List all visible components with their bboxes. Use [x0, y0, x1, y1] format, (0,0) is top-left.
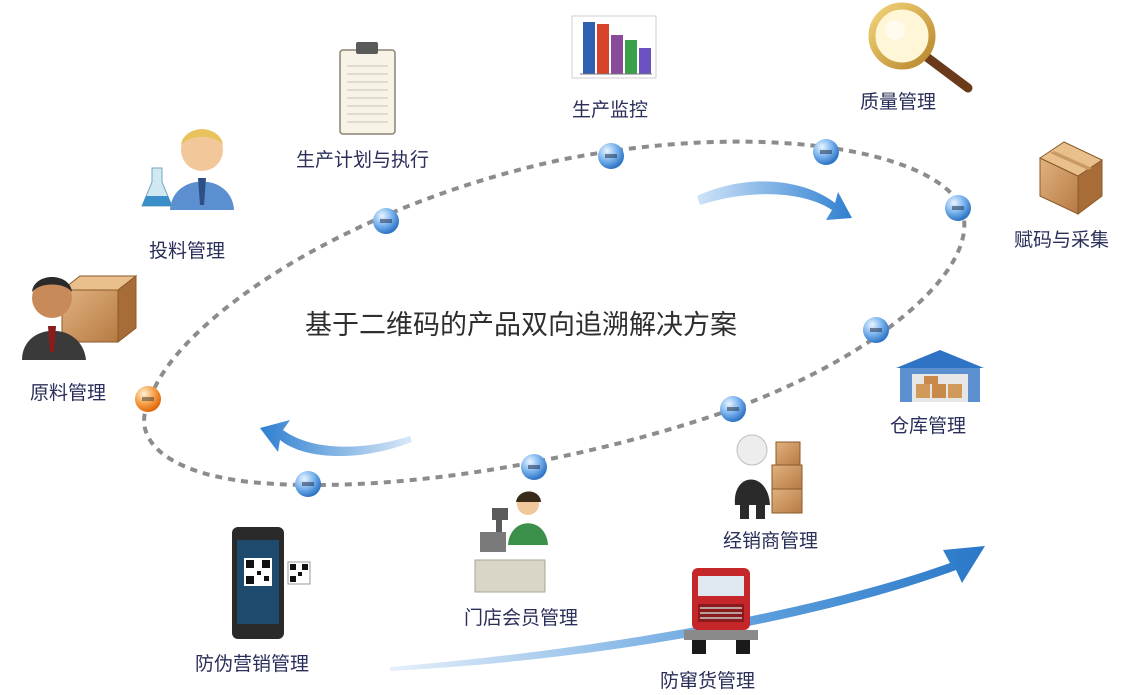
node-dot — [521, 454, 547, 480]
smartphone-qr-icon — [232, 527, 311, 639]
label-production-plan: 生产计划与执行 — [296, 149, 430, 171]
node-dot — [598, 143, 624, 169]
label-production-monitoring: 生产监控 — [572, 99, 649, 121]
node-dot — [863, 317, 889, 343]
label-store-member: 门店会员管理 — [464, 607, 579, 629]
magnifier-icon — [868, 2, 973, 93]
cycle-nodes — [135, 139, 971, 497]
clipboard-icon — [339, 42, 396, 135]
cardboard-box-icon — [1038, 141, 1104, 215]
warehouse-icon — [896, 350, 984, 402]
figure-with-boxes-icon — [734, 434, 803, 519]
scientist-with-flask-icon — [141, 129, 234, 210]
businessman-with-box-icon — [22, 274, 138, 360]
arrow-clockwise-top-icon — [697, 181, 852, 220]
truck-icon — [684, 568, 758, 654]
node-dot-orange — [135, 386, 161, 412]
node-dot — [373, 208, 399, 234]
node-dot — [295, 471, 321, 497]
bar-chart-icon — [571, 15, 657, 79]
label-quality: 质量管理 — [860, 91, 937, 113]
dashed-cycle-path — [142, 139, 967, 487]
label-anti-channel-conflict: 防窜货管理 — [660, 670, 756, 692]
cashier-icon — [474, 491, 548, 593]
node-dot — [720, 396, 746, 422]
label-raw-material: 原料管理 — [30, 382, 107, 404]
label-coding-collection: 赋码与采集 — [1014, 229, 1110, 251]
node-dot — [813, 139, 839, 165]
label-warehouse: 仓库管理 — [890, 415, 967, 437]
node-dot — [945, 195, 971, 221]
label-feeding: 投料管理 — [149, 240, 226, 262]
label-anti-counterfeit: 防伪营销管理 — [195, 653, 310, 675]
label-dealer: 经销商管理 — [723, 530, 819, 552]
diagram-title: 基于二维码的产品双向追溯解决方案 — [305, 310, 737, 341]
arrow-clockwise-bottom-icon — [260, 420, 412, 457]
